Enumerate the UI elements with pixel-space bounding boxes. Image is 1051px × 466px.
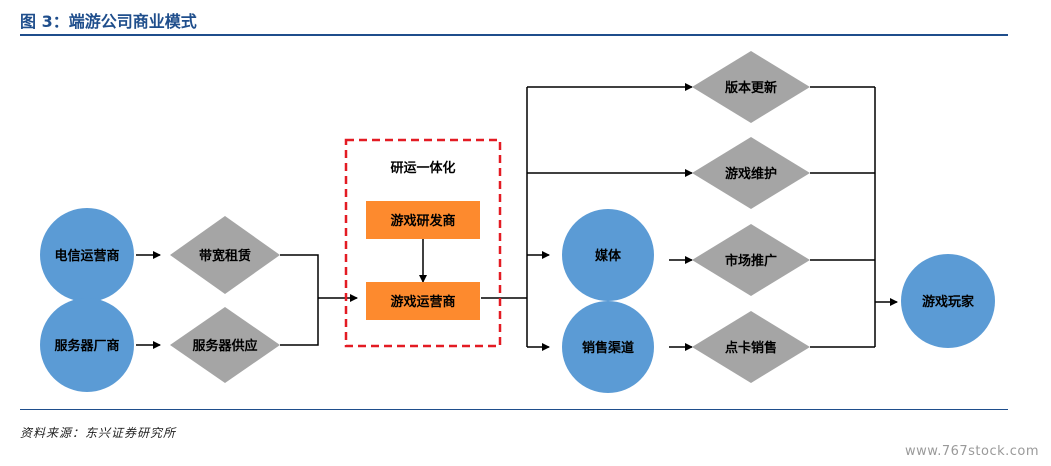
watermark: www.767stock.com xyxy=(905,444,1040,459)
telecom-label: 电信运营商 xyxy=(54,248,119,264)
footer-divider xyxy=(20,409,1008,410)
developer-box xyxy=(366,201,480,239)
bracket-suppliers xyxy=(280,254,319,346)
players-circle xyxy=(901,254,995,348)
promotion-diamond xyxy=(692,224,810,296)
promotion-label: 市场推广 xyxy=(725,253,777,269)
bandwidth-rent-label: 带宽租赁 xyxy=(199,248,251,264)
server-supply-label: 服务器供应 xyxy=(192,338,257,354)
server-supply-diamond xyxy=(170,307,280,383)
players-label: 游戏玩家 xyxy=(922,294,975,310)
sales-channel-circle xyxy=(562,301,654,393)
media-circle xyxy=(562,209,654,301)
server-maker-circle xyxy=(40,298,134,392)
media-label: 媒体 xyxy=(595,248,622,264)
version-update-label: 版本更新 xyxy=(725,80,777,96)
figure-title: 图 3：端游公司商业模式 xyxy=(20,12,197,31)
bandwidth-rent-diamond xyxy=(170,216,280,294)
maintenance-diamond xyxy=(692,137,810,209)
sales-channel-label: 销售渠道 xyxy=(582,340,634,356)
card-sales-label: 点卡销售 xyxy=(725,340,777,356)
maintenance-label: 游戏维护 xyxy=(725,166,777,182)
operator-box xyxy=(366,282,480,320)
card-sales-diamond xyxy=(692,311,810,383)
title-divider xyxy=(20,34,1008,36)
developer-label: 游戏研发商 xyxy=(390,213,455,229)
operator-label: 游戏运营商 xyxy=(390,294,455,310)
server-maker-label: 服务器厂商 xyxy=(54,338,119,354)
integration-boundary xyxy=(344,138,502,348)
source-note: 资料来源：东兴证券研究所 xyxy=(20,426,177,440)
telecom-circle xyxy=(40,208,134,302)
connectors xyxy=(136,83,898,351)
integration-label: 研运一体化 xyxy=(390,160,455,176)
version-update-diamond xyxy=(692,51,810,123)
